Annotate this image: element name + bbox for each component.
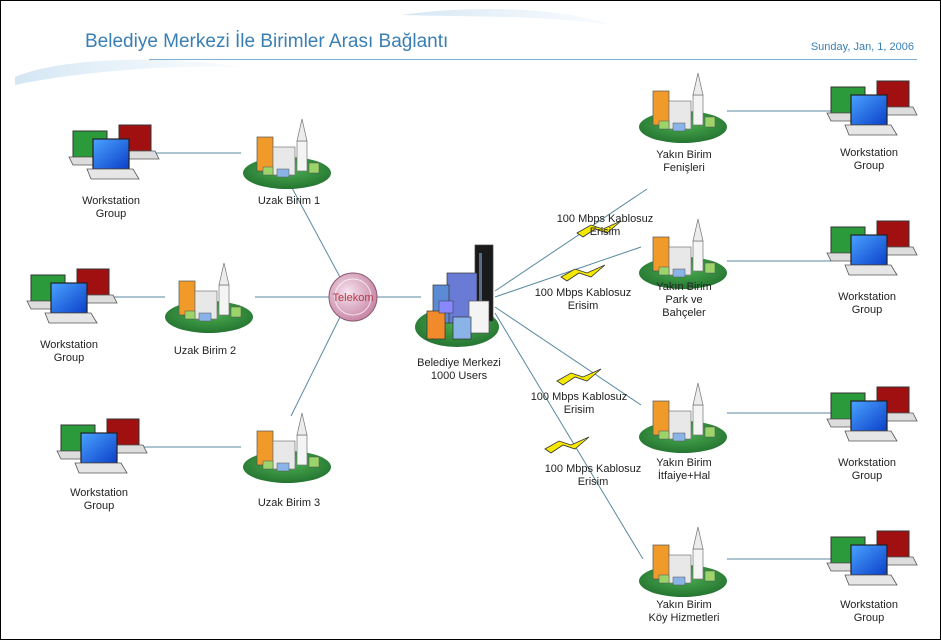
link-speed-label: 100 Mbps Kablosuz Erisim bbox=[556, 213, 654, 238]
page-date: Sunday, Jan, 1, 2006 bbox=[810, 41, 914, 53]
remote-site-label: Uzak Birim 1 bbox=[257, 195, 321, 207]
workstation-group-label: Workstation Group bbox=[838, 291, 896, 316]
workstation-group-label: Workstation Group bbox=[840, 147, 898, 172]
link-remote1-hub bbox=[290, 185, 342, 280]
workstation-group-label: Workstation Group bbox=[840, 599, 898, 624]
telekom-hub-icon: Telekom bbox=[328, 272, 378, 322]
remote-site-label: Uzak Birim 3 bbox=[257, 497, 321, 509]
wireless-bolt-icon bbox=[544, 436, 590, 454]
wireless-bolt-icon bbox=[556, 368, 602, 386]
wireless-bolt-icon bbox=[560, 264, 606, 282]
link-center-near2 bbox=[494, 246, 642, 298]
link-speed-label: 100 Mbps Kablosuz Erisim bbox=[530, 391, 628, 416]
header-swoosh-left bbox=[15, 59, 241, 85]
workstation-group-label: Workstation Group bbox=[838, 457, 896, 482]
near-site-icon bbox=[638, 382, 728, 454]
near-site-label: Yakın Birim Park ve Bahçeler bbox=[656, 281, 712, 319]
title-rule bbox=[149, 59, 917, 60]
workstation-group-icon bbox=[26, 268, 118, 324]
near-site-label: Yakın Birim Köy Hizmetleri bbox=[648, 599, 720, 624]
remote-site-label: Uzak Birim 2 bbox=[173, 345, 237, 357]
workstation-group-icon bbox=[56, 418, 148, 474]
remote-site-icon bbox=[164, 262, 254, 334]
link-remote3-hub bbox=[290, 314, 342, 417]
near-site-label: Yakın Birim İtfaiye+Hal bbox=[656, 457, 712, 482]
workstation-group-icon bbox=[826, 220, 918, 276]
link-center-near1 bbox=[494, 188, 648, 292]
workstation-group-icon bbox=[826, 80, 918, 136]
workstation-group-label: Workstation Group bbox=[40, 339, 98, 364]
link-speed-label: 100 Mbps Kablosuz Erisim bbox=[534, 287, 632, 312]
workstation-group-icon bbox=[826, 386, 918, 442]
remote-site-icon bbox=[242, 118, 332, 190]
headquarters-label: Belediye Merkezi 1000 Users bbox=[417, 357, 501, 382]
link-center-near3 bbox=[494, 306, 642, 406]
near-site-label: Yakın Birim Fenişleri bbox=[656, 149, 712, 174]
telekom-label: Telekom bbox=[333, 292, 374, 304]
headquarters-building-icon bbox=[415, 244, 499, 347]
workstation-group-label: Workstation Group bbox=[82, 195, 140, 220]
workstation-group-icon bbox=[826, 530, 918, 586]
link-speed-label: 100 Mbps Kablosuz Erisim bbox=[544, 463, 642, 488]
remote-site-icon bbox=[242, 412, 332, 484]
page-title: Belediye Merkezi İle Birimler Arası Bağl… bbox=[85, 31, 449, 52]
near-site-icon bbox=[638, 72, 728, 144]
workstation-group-icon bbox=[68, 124, 160, 180]
link-center-near4 bbox=[494, 312, 644, 560]
near-site-icon bbox=[638, 526, 728, 598]
header-swoosh-top bbox=[401, 9, 611, 25]
workstation-group-label: Workstation Group bbox=[70, 487, 128, 512]
